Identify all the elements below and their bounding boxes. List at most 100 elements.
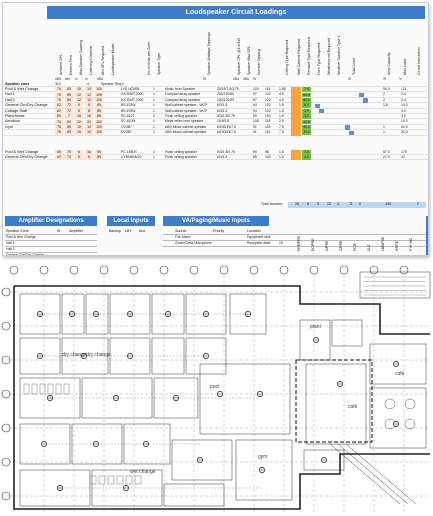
- input-value-cell[interactable]: 105: [95, 98, 103, 103]
- input-value-cell[interactable]: 10: [75, 130, 83, 136]
- input-value-cell[interactable]: 72: [65, 108, 73, 114]
- va-output-header: PC/E: [351, 217, 359, 251]
- input-value-cell[interactable]: 80: [65, 87, 73, 93]
- amplifier-zone: General Circ/Dry Change: [6, 253, 45, 256]
- table-fixture: [404, 398, 416, 410]
- fixture: [39, 383, 46, 395]
- units-per-zone: 2: [153, 113, 155, 118]
- input-value-cell[interactable]: 80: [65, 119, 73, 125]
- speaker-spl: 91: [253, 130, 257, 135]
- column-header: Weatherproof Required: [323, 21, 333, 75]
- speaker-spl: 97: [253, 92, 257, 97]
- input-value-cell[interactable]: 100: [95, 125, 103, 130]
- input-value-cell[interactable]: 8: [85, 108, 93, 114]
- input-value-cell[interactable]: 62: [55, 103, 63, 109]
- total-column-highlight: [291, 149, 301, 155]
- input-value-cell[interactable]: 75: [55, 130, 63, 136]
- grid-bubble: [1, 491, 11, 501]
- speaker-spl: 89: [253, 154, 257, 159]
- sheet-title: Loudspeaker Circuit Loadings: [47, 6, 425, 19]
- input-value-cell[interactable]: 85: [95, 103, 103, 109]
- column-header: Speaker Type: [153, 21, 163, 75]
- input-value-cell[interactable]: 8: [75, 108, 83, 114]
- requirement-flag: [363, 98, 368, 103]
- input-value-cell[interactable]: 10: [75, 125, 83, 130]
- input-value-cell[interactable]: 102: [95, 119, 103, 125]
- input-value-cell[interactable]: 10: [85, 125, 93, 130]
- input-value-cell[interactable]: 75: [55, 98, 63, 103]
- input-value-cell[interactable]: 10: [85, 130, 93, 136]
- input-value-cell[interactable]: 75: [65, 149, 73, 155]
- number-tapping: 1.5: [279, 149, 284, 154]
- input-value-cell[interactable]: 12: [85, 98, 93, 103]
- va-source: Fire Alarm: [175, 235, 191, 239]
- column-unit: W: [203, 77, 207, 81]
- input-value-cell[interactable]: 12: [75, 92, 83, 98]
- room-outline: [369, 343, 427, 385]
- input-value-cell[interactable]: 10: [75, 87, 83, 93]
- input-value-cell[interactable]: 85: [65, 98, 73, 103]
- input-value-cell[interactable]: 20: [85, 119, 93, 125]
- input-value-cell[interactable]: 95: [95, 149, 103, 155]
- input-value-cell[interactable]: 62: [55, 155, 63, 160]
- input-value-cell[interactable]: 10: [85, 87, 93, 93]
- input-value-cell[interactable]: 16: [85, 114, 93, 120]
- input-value-cell[interactable]: 16: [85, 149, 93, 155]
- speaker-spl: 89: [253, 113, 257, 118]
- speaker-type: Compact array speaker: [165, 97, 201, 102]
- input-value-cell[interactable]: 75: [55, 125, 63, 130]
- column-header-label: Amp Capacity: [387, 52, 391, 75]
- input-value-cell[interactable]: 85: [65, 125, 73, 130]
- units-per-zone: 1: [153, 103, 155, 108]
- input-value-cell[interactable]: 100: [95, 87, 103, 93]
- fixture: [55, 383, 62, 395]
- input-value-cell[interactable]: 72: [65, 155, 73, 160]
- input-value-cell[interactable]: 62: [55, 108, 63, 114]
- total-column-highlight: [291, 108, 301, 114]
- va-output-header: C/PRE: [337, 217, 345, 251]
- input-value-cell[interactable]: 80: [55, 114, 63, 120]
- number-tapping: 1.5: [279, 108, 284, 113]
- column-header: Ambient SPL: [55, 21, 65, 75]
- number-tapping: 2.5: [279, 119, 284, 124]
- input-value-cell[interactable]: 12: [85, 92, 93, 98]
- input-value-cell[interactable]: 75: [55, 92, 63, 98]
- wattage-tappings: 30/15/7.5/3.75: [217, 87, 239, 91]
- loudspeaker-model: HX-S/MT-2000: [121, 92, 144, 97]
- column-header-label: Listening Distance: [89, 45, 93, 75]
- grid-bubble: [1, 321, 11, 331]
- column-header-label: Circuit Interaction: [417, 47, 421, 75]
- plan-room-label: wet change: [130, 469, 156, 475]
- total-value: 4: [337, 202, 339, 206]
- input-value-cell[interactable]: 7: [65, 114, 73, 120]
- input-value-cell[interactable]: 85: [65, 130, 73, 136]
- input-value-cell[interactable]: 8: [85, 155, 93, 160]
- input-value-cell[interactable]: 100: [95, 130, 103, 136]
- va-location: Equipment rack: [247, 235, 271, 239]
- input-value-cell[interactable]: 85: [65, 92, 73, 98]
- input-value-cell[interactable]: 72: [65, 103, 73, 109]
- amp-capacity: 42: [401, 154, 405, 159]
- input-value-cell[interactable]: 16: [75, 114, 83, 120]
- input-value-cell[interactable]: 20: [75, 119, 83, 125]
- amp-capacity: 3.0: [401, 113, 406, 118]
- input-value-cell[interactable]: 85: [95, 108, 103, 114]
- input-value-cell[interactable]: 105: [95, 92, 103, 98]
- grid-bubble: [9, 265, 19, 275]
- input-value-cell[interactable]: 12: [75, 98, 83, 103]
- room-outline: [171, 439, 233, 481]
- total-load: 57.0: [383, 149, 390, 154]
- input-value-cell[interactable]: 88: [95, 114, 103, 120]
- input-value-cell[interactable]: 70: [55, 87, 63, 93]
- input-value-cell[interactable]: 8: [75, 155, 83, 160]
- input-value-cell[interactable]: 65: [55, 149, 63, 155]
- total-load: 27.0: [383, 154, 390, 159]
- input-value-cell[interactable]: 8: [85, 103, 93, 109]
- input-value-cell[interactable]: 85: [95, 155, 103, 160]
- input-value-cell[interactable]: 70: [55, 119, 63, 125]
- units-per-zone: 1: [153, 154, 155, 159]
- input-value-cell[interactable]: 8: [75, 149, 83, 155]
- column-header: Listening Distance: [85, 21, 95, 75]
- total-load: 1.5: [383, 103, 388, 108]
- input-value-cell[interactable]: 8: [75, 103, 83, 109]
